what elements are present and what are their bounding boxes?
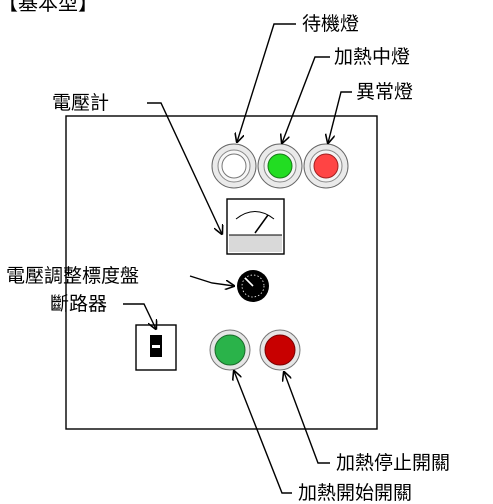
leader-voltmeter <box>147 102 222 234</box>
voltage-dial <box>237 270 269 302</box>
label-heat-start-switch: 加熱開始開關 <box>298 482 412 504</box>
label-voltage-dial: 電壓調整標度盤 <box>6 265 139 287</box>
leader-breaker <box>123 303 156 329</box>
heat-stop-button <box>259 329 301 371</box>
label-heating-lamp: 加熱中燈 <box>334 46 410 68</box>
leader-heating-lamp <box>282 56 330 143</box>
leader-fault-lamp <box>328 91 352 143</box>
heat-start-button <box>209 329 251 371</box>
label-fault-lamp: 異常燈 <box>356 81 413 103</box>
leader-standby-lamp <box>237 23 296 142</box>
label-voltmeter: 電壓計 <box>52 92 109 114</box>
leader-heat-start-switch <box>234 371 292 494</box>
voltmeter <box>226 198 285 255</box>
standby-lamp <box>211 143 257 189</box>
heating-lamp <box>257 143 303 189</box>
breaker <box>135 324 177 371</box>
label-standby-lamp: 待機燈 <box>302 13 359 35</box>
label-heat-stop-switch: 加熱停止開關 <box>336 452 450 474</box>
leader-heat-stop-switch <box>284 372 330 464</box>
diagram-title: 【基本型】 <box>0 0 98 15</box>
label-breaker: 斷路器 <box>50 293 107 315</box>
leader-voltage-dial <box>189 275 234 286</box>
fault-lamp <box>303 143 349 189</box>
